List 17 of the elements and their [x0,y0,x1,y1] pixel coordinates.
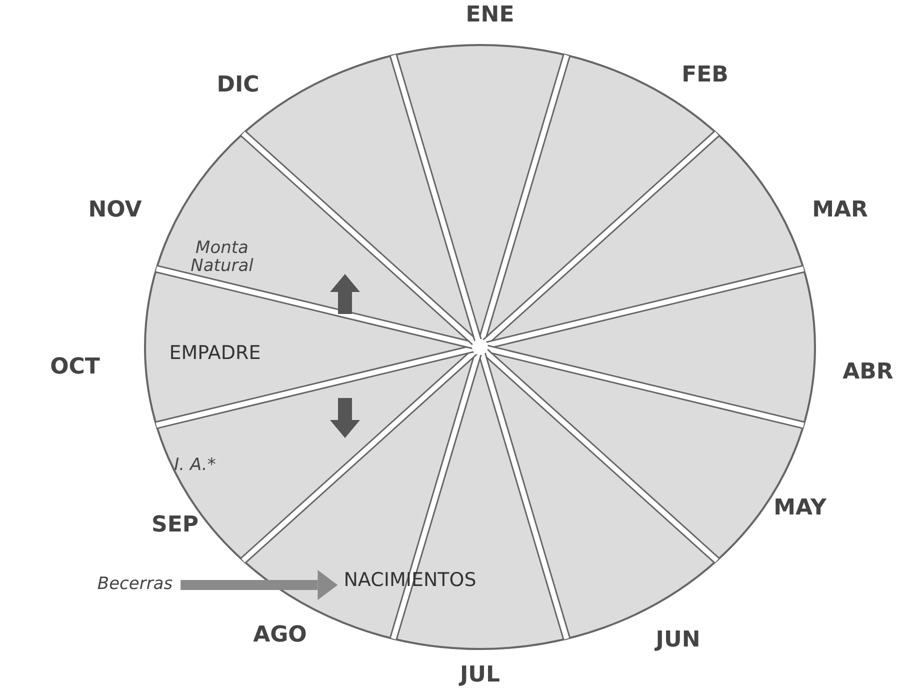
month-label: SEP [152,512,198,538]
arrow [180,570,338,600]
month-label: NOV [88,198,142,222]
annotation-text: I. A.* [173,457,217,475]
annotation-text: Monta Natural [190,240,254,276]
month-label: JUN [656,628,700,652]
annotation-text: EMPADRE [169,342,261,364]
month-label: ENE [466,2,514,28]
month-label: MAR [812,198,868,222]
month-label: MAY [774,496,826,520]
month-label: AGO [253,622,307,648]
month-label: ABR [842,360,894,384]
month-label: JUL [460,662,500,688]
node-label: Becerras [97,576,173,594]
month-label: FEB [682,62,728,88]
month-label: OCT [50,354,100,380]
month-label: DIC [216,72,260,98]
